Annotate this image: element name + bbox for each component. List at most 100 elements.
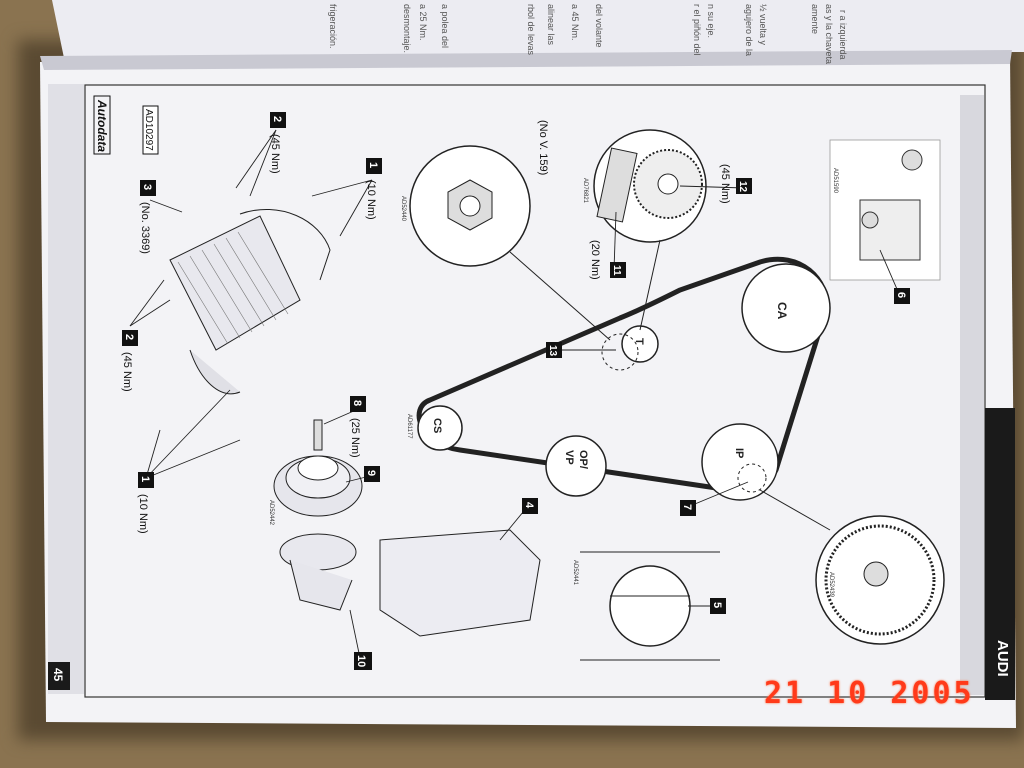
svg-text:8: 8	[351, 400, 363, 406]
callout-4: 4	[522, 498, 538, 514]
pulley-ca: CA	[741, 263, 831, 353]
detail-engine-mount	[829, 139, 941, 281]
svg-text:AD51590: AD51590	[832, 168, 838, 194]
svg-text:7: 7	[681, 504, 693, 510]
pulley-t: T	[601, 325, 659, 371]
callout-2b: 2 (45 Nm)	[121, 330, 138, 392]
svg-text:T: T	[633, 338, 645, 345]
svg-text:(45 Nm): (45 Nm)	[719, 164, 731, 204]
svg-text:6: 6	[895, 292, 907, 298]
make-band	[985, 408, 1015, 700]
svg-text:13: 13	[547, 345, 558, 357]
callout-5: 5	[710, 598, 726, 614]
radiator-assembly	[169, 209, 331, 395]
svg-text:(10 Nm): (10 Nm)	[137, 494, 149, 534]
facing-page	[52, 0, 1024, 58]
svg-text:Autodata: Autodata	[95, 99, 109, 152]
pulley-ip: IP	[701, 423, 779, 501]
svg-text:AD52441: AD52441	[572, 560, 578, 586]
svg-text:IP: IP	[733, 448, 745, 458]
svg-text:1: 1	[367, 162, 379, 168]
svg-text:11: 11	[611, 265, 622, 276]
svg-text:alinear las: alinear las	[546, 4, 556, 46]
detail-tensioner	[409, 145, 611, 341]
svg-text:3: 3	[141, 184, 153, 190]
callout-10: 10	[354, 652, 372, 670]
tool-note: (No V. 159)	[537, 120, 549, 175]
svg-text:AD52440: AD52440	[400, 196, 406, 222]
svg-text:OP/: OP/	[577, 450, 589, 469]
svg-text:(20 Nm): (20 Nm)	[589, 240, 601, 280]
svg-text:5: 5	[711, 602, 723, 608]
svg-text:VP: VP	[563, 450, 575, 465]
svg-text:2: 2	[123, 334, 135, 340]
svg-text:a 45 Nm.: a 45 Nm.	[570, 4, 580, 41]
svg-text:10: 10	[355, 655, 367, 667]
svg-text:as y la chaveta: as y la chaveta	[824, 4, 834, 64]
detail-camshaft-gear	[593, 129, 707, 331]
left-strip	[48, 84, 84, 694]
svg-text:45: 45	[51, 668, 65, 682]
make-band-gray	[960, 95, 984, 695]
brand-logo: Autodata	[93, 95, 111, 155]
callout-13: 13	[546, 342, 562, 358]
svg-text:a polea del: a polea del	[440, 4, 450, 48]
svg-text:AD10297: AD10297	[143, 109, 154, 151]
facing-page-text: r a izquierda as y la chaveta amente ½ v…	[328, 4, 848, 64]
callout-9: 9	[364, 466, 380, 482]
callout-11: 11 (20 Nm)	[589, 240, 626, 280]
svg-text:rbol de levas: rbol de levas	[526, 4, 536, 56]
svg-text:(45 Nm): (45 Nm)	[121, 352, 133, 392]
svg-text:12: 12	[737, 181, 748, 193]
pulley-cs: CS	[417, 405, 463, 451]
callout-3: 3 (No. 3369)	[139, 180, 156, 254]
svg-text:(45 Nm): (45 Nm)	[269, 134, 281, 174]
date-stamp: 21 10 2005	[764, 676, 975, 711]
callout-2: 2 (45 Nm)	[269, 112, 286, 174]
callout-12: 12 (45 Nm)	[719, 164, 752, 204]
callout-7: 7	[680, 500, 696, 516]
svg-text:r a izquierda: r a izquierda	[838, 10, 848, 60]
svg-text:desmontaje.: desmontaje.	[402, 4, 412, 53]
callout-1b: 1 (10 Nm)	[137, 472, 154, 534]
svg-text:2: 2	[271, 116, 283, 122]
make-label: AUDI	[994, 640, 1011, 677]
leader-lines	[129, 129, 901, 659]
svg-text:amente: amente	[810, 4, 820, 34]
svg-text:(10 Nm): (10 Nm)	[365, 180, 377, 220]
svg-text:AD52442: AD52442	[268, 500, 274, 526]
svg-text:(No. 3369): (No. 3369)	[139, 202, 151, 254]
svg-text:AUDI: AUDI	[994, 640, 1011, 677]
svg-text:n su eje.: n su eje.	[706, 4, 716, 38]
svg-text:1: 1	[139, 476, 151, 482]
svg-text:r el piñón del: r el piñón del	[692, 4, 702, 56]
callout-1: 1 (10 Nm)	[365, 158, 382, 220]
svg-text:agujero de la: agujero de la	[744, 4, 754, 56]
pulley-op-vp: OP/ VP	[545, 435, 607, 497]
svg-text:4: 4	[523, 502, 535, 509]
figure-code: AD10297	[142, 105, 159, 155]
gutter-shadow	[40, 50, 1012, 70]
manual-page: r a izquierda as y la chaveta amente ½ v…	[40, 0, 1024, 728]
pulley-assembly	[273, 419, 363, 517]
callout-6: 6	[894, 288, 910, 304]
svg-text:del volante: del volante	[594, 4, 604, 48]
svg-text:CA: CA	[775, 302, 789, 320]
svg-text:AD61177: AD61177	[406, 414, 412, 439]
svg-text:CS: CS	[431, 418, 443, 433]
timing-cover-lower	[279, 529, 541, 637]
svg-text:a 25 Nm.: a 25 Nm.	[418, 4, 428, 41]
detail-ip-pulley	[759, 489, 945, 645]
sub-figure-codes: AD52440 AD76821 AD51590 AD52442 AD52441 …	[268, 168, 838, 598]
svg-text:(25 Nm): (25 Nm)	[349, 418, 361, 458]
page-number: 45	[48, 662, 70, 690]
svg-text:AD52439: AD52439	[828, 572, 834, 598]
svg-text:9: 9	[365, 470, 377, 476]
svg-text:AD76821: AD76821	[582, 178, 588, 204]
diagram-frame	[84, 84, 986, 698]
callout-8: 8 (25 Nm)	[349, 396, 366, 458]
svg-text:frigeración.: frigeración.	[328, 4, 338, 49]
svg-text:½ vuelta y: ½ vuelta y	[758, 4, 768, 46]
detail-crank-pulley	[580, 551, 720, 661]
